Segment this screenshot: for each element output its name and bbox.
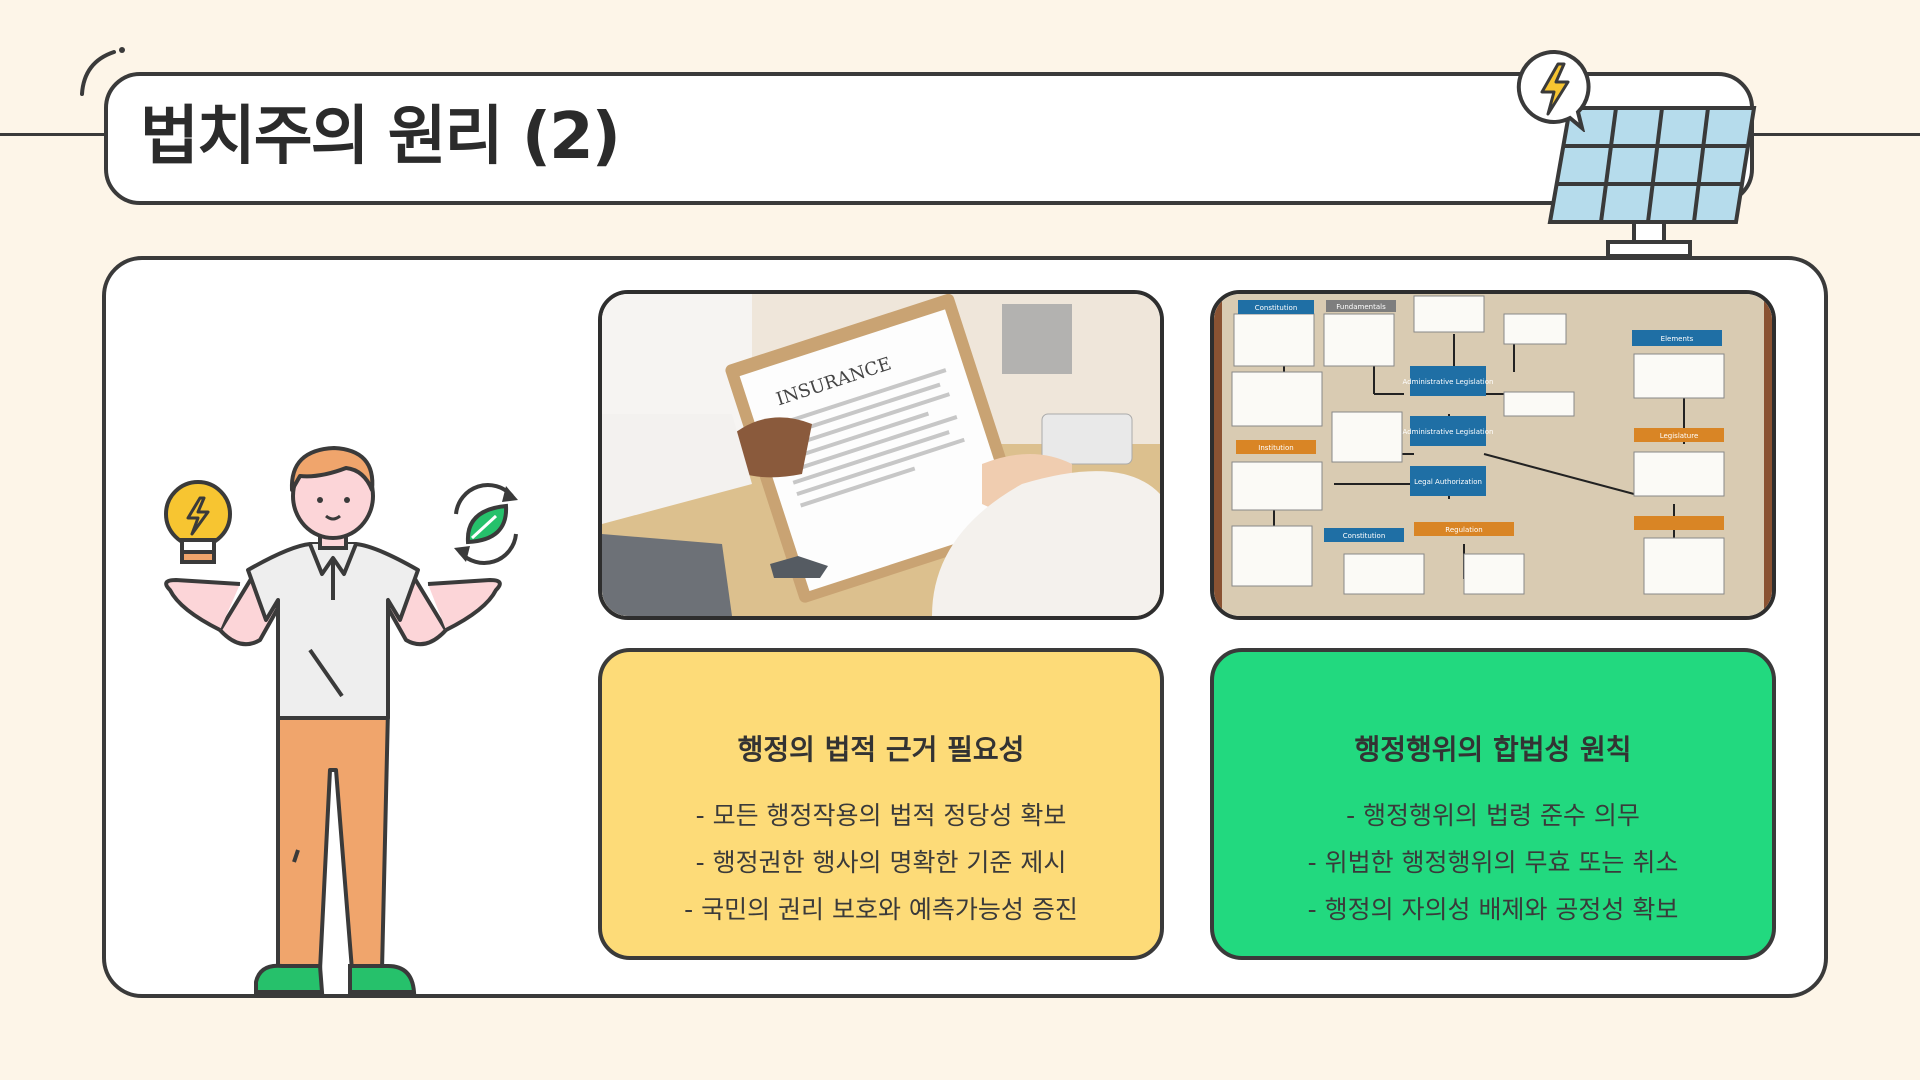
lightning-icon xyxy=(1516,49,1591,132)
header-line-right xyxy=(1752,133,1920,136)
flow-label-7: Constitution xyxy=(1343,532,1386,540)
card-bullet: - 위법한 행정행위의 무효 또는 취소 xyxy=(1307,848,1679,877)
leaf-recycle-icon xyxy=(454,483,518,565)
card-bullet: - 행정권한 행사의 명확한 기준 제시 xyxy=(695,848,1067,877)
lightbulb-icon xyxy=(164,480,232,564)
flow-label-5: Legal Authorization xyxy=(1414,478,1482,486)
card-heading: 행정행위의 합법성 원칙 xyxy=(1354,733,1632,766)
flow-label-6: Institution xyxy=(1258,444,1293,452)
flow-label-0: Constitution xyxy=(1255,304,1298,312)
solar-panel-icon xyxy=(1547,106,1757,258)
flow-label-9: Regulation xyxy=(1445,526,1482,534)
flow-label-1: Fundamentals xyxy=(1336,303,1386,311)
flow-label-3: Administrative Legislation xyxy=(1403,378,1494,386)
flowchart-photo: Constitution Fundamentals Elements Admin… xyxy=(1210,290,1776,620)
card-legal-basis: 행정의 법적 근거 필요성 - 모든 행정작용의 법적 정당성 확보 - 행정권… xyxy=(598,648,1164,960)
corner-arc-decoration xyxy=(80,47,125,96)
insurance-photo: INSURANCE xyxy=(598,290,1164,620)
card-bullet-list: - 모든 행정작용의 법적 정당성 확보 - 행정권한 행사의 명확한 기준 제… xyxy=(602,792,1160,933)
flow-label-2: Elements xyxy=(1661,335,1694,343)
page-title: 법치주의 원리 (2) xyxy=(140,100,621,174)
card-bullet: - 모든 행정작용의 법적 정당성 확보 xyxy=(695,801,1067,830)
person-illustration xyxy=(164,446,502,994)
header-line-left xyxy=(0,133,106,136)
card-heading: 행정의 법적 근거 필요성 xyxy=(737,733,1025,766)
title-box xyxy=(104,72,1754,205)
card-bullet-list: - 행정행위의 법령 준수 의무 - 위법한 행정행위의 무효 또는 취소 - … xyxy=(1214,792,1772,933)
card-bullet: - 행정행위의 법령 준수 의무 xyxy=(1346,801,1640,830)
flow-label-4: Administrative Legislation xyxy=(1403,428,1494,436)
card-legality-principle: 행정행위의 합법성 원칙 - 행정행위의 법령 준수 의무 - 위법한 행정행위… xyxy=(1210,648,1776,960)
card-bullet: - 행정의 자의성 배제와 공정성 확보 xyxy=(1307,895,1679,924)
flow-label-8: Legislature xyxy=(1660,432,1699,440)
card-bullet: - 국민의 권리 보호와 예측가능성 증진 xyxy=(684,895,1078,924)
